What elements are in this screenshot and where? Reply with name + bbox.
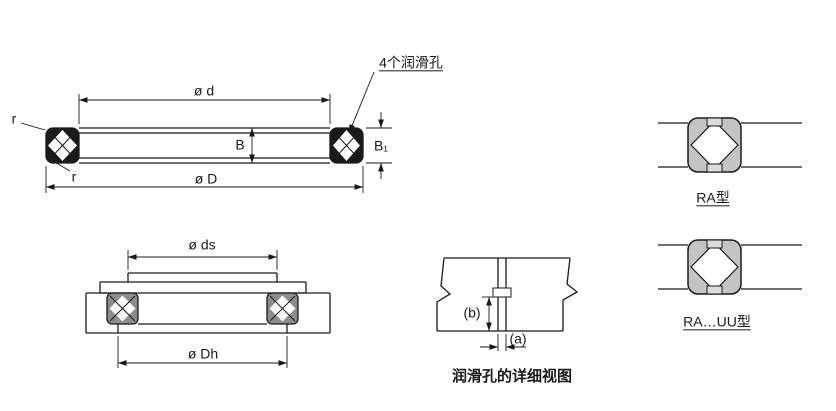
radius-label-top: r [11,110,17,127]
dim-label-hole-diameter: (a) [509,330,527,347]
lube-holes-leader [348,71,375,134]
main-section-view [20,71,392,193]
dim-hole-diameter [480,334,526,351]
dim-housing-abutment [117,336,288,368]
symbol-label-ra: RA型 [696,189,730,206]
dim-label-width-b1: B₁ [373,137,389,154]
dim-inner-diameter [78,94,331,124]
mounted-right-roller-section-icon [266,292,299,325]
dim-outer-diameter [45,166,364,193]
symbol-label-ra-uu: RA…UU型 [683,313,751,330]
radius-leaders [20,122,71,172]
dim-label-width-b: B [235,136,245,153]
lube-holes-label: 4个润滑孔 [379,54,443,71]
detail-section-view [436,257,579,351]
dim-label-housing-abutment: ø Dh [187,345,219,362]
dim-label-shaft-abutment: ø ds [188,236,216,253]
dim-shaft-abutment [127,250,278,270]
radius-label-bottom: r [71,168,77,185]
mounting-section-view [85,250,331,368]
right-roller-section-icon [329,127,364,164]
dim-label-outer-diameter: ø D [194,170,218,187]
left-roller-section-icon [45,127,80,164]
dim-width-b1 [366,112,392,179]
bearing-symbol-ra [658,117,802,173]
dim-label-inner-diameter: ø d [193,82,215,99]
bearing-symbol-ra-uu [658,239,802,295]
mounted-left-roller-section-icon [106,292,139,325]
dim-hole-depth [482,296,493,331]
detail-view-caption: 润滑孔的详细视图 [451,367,573,385]
dim-label-hole-depth: (b) [463,304,481,321]
